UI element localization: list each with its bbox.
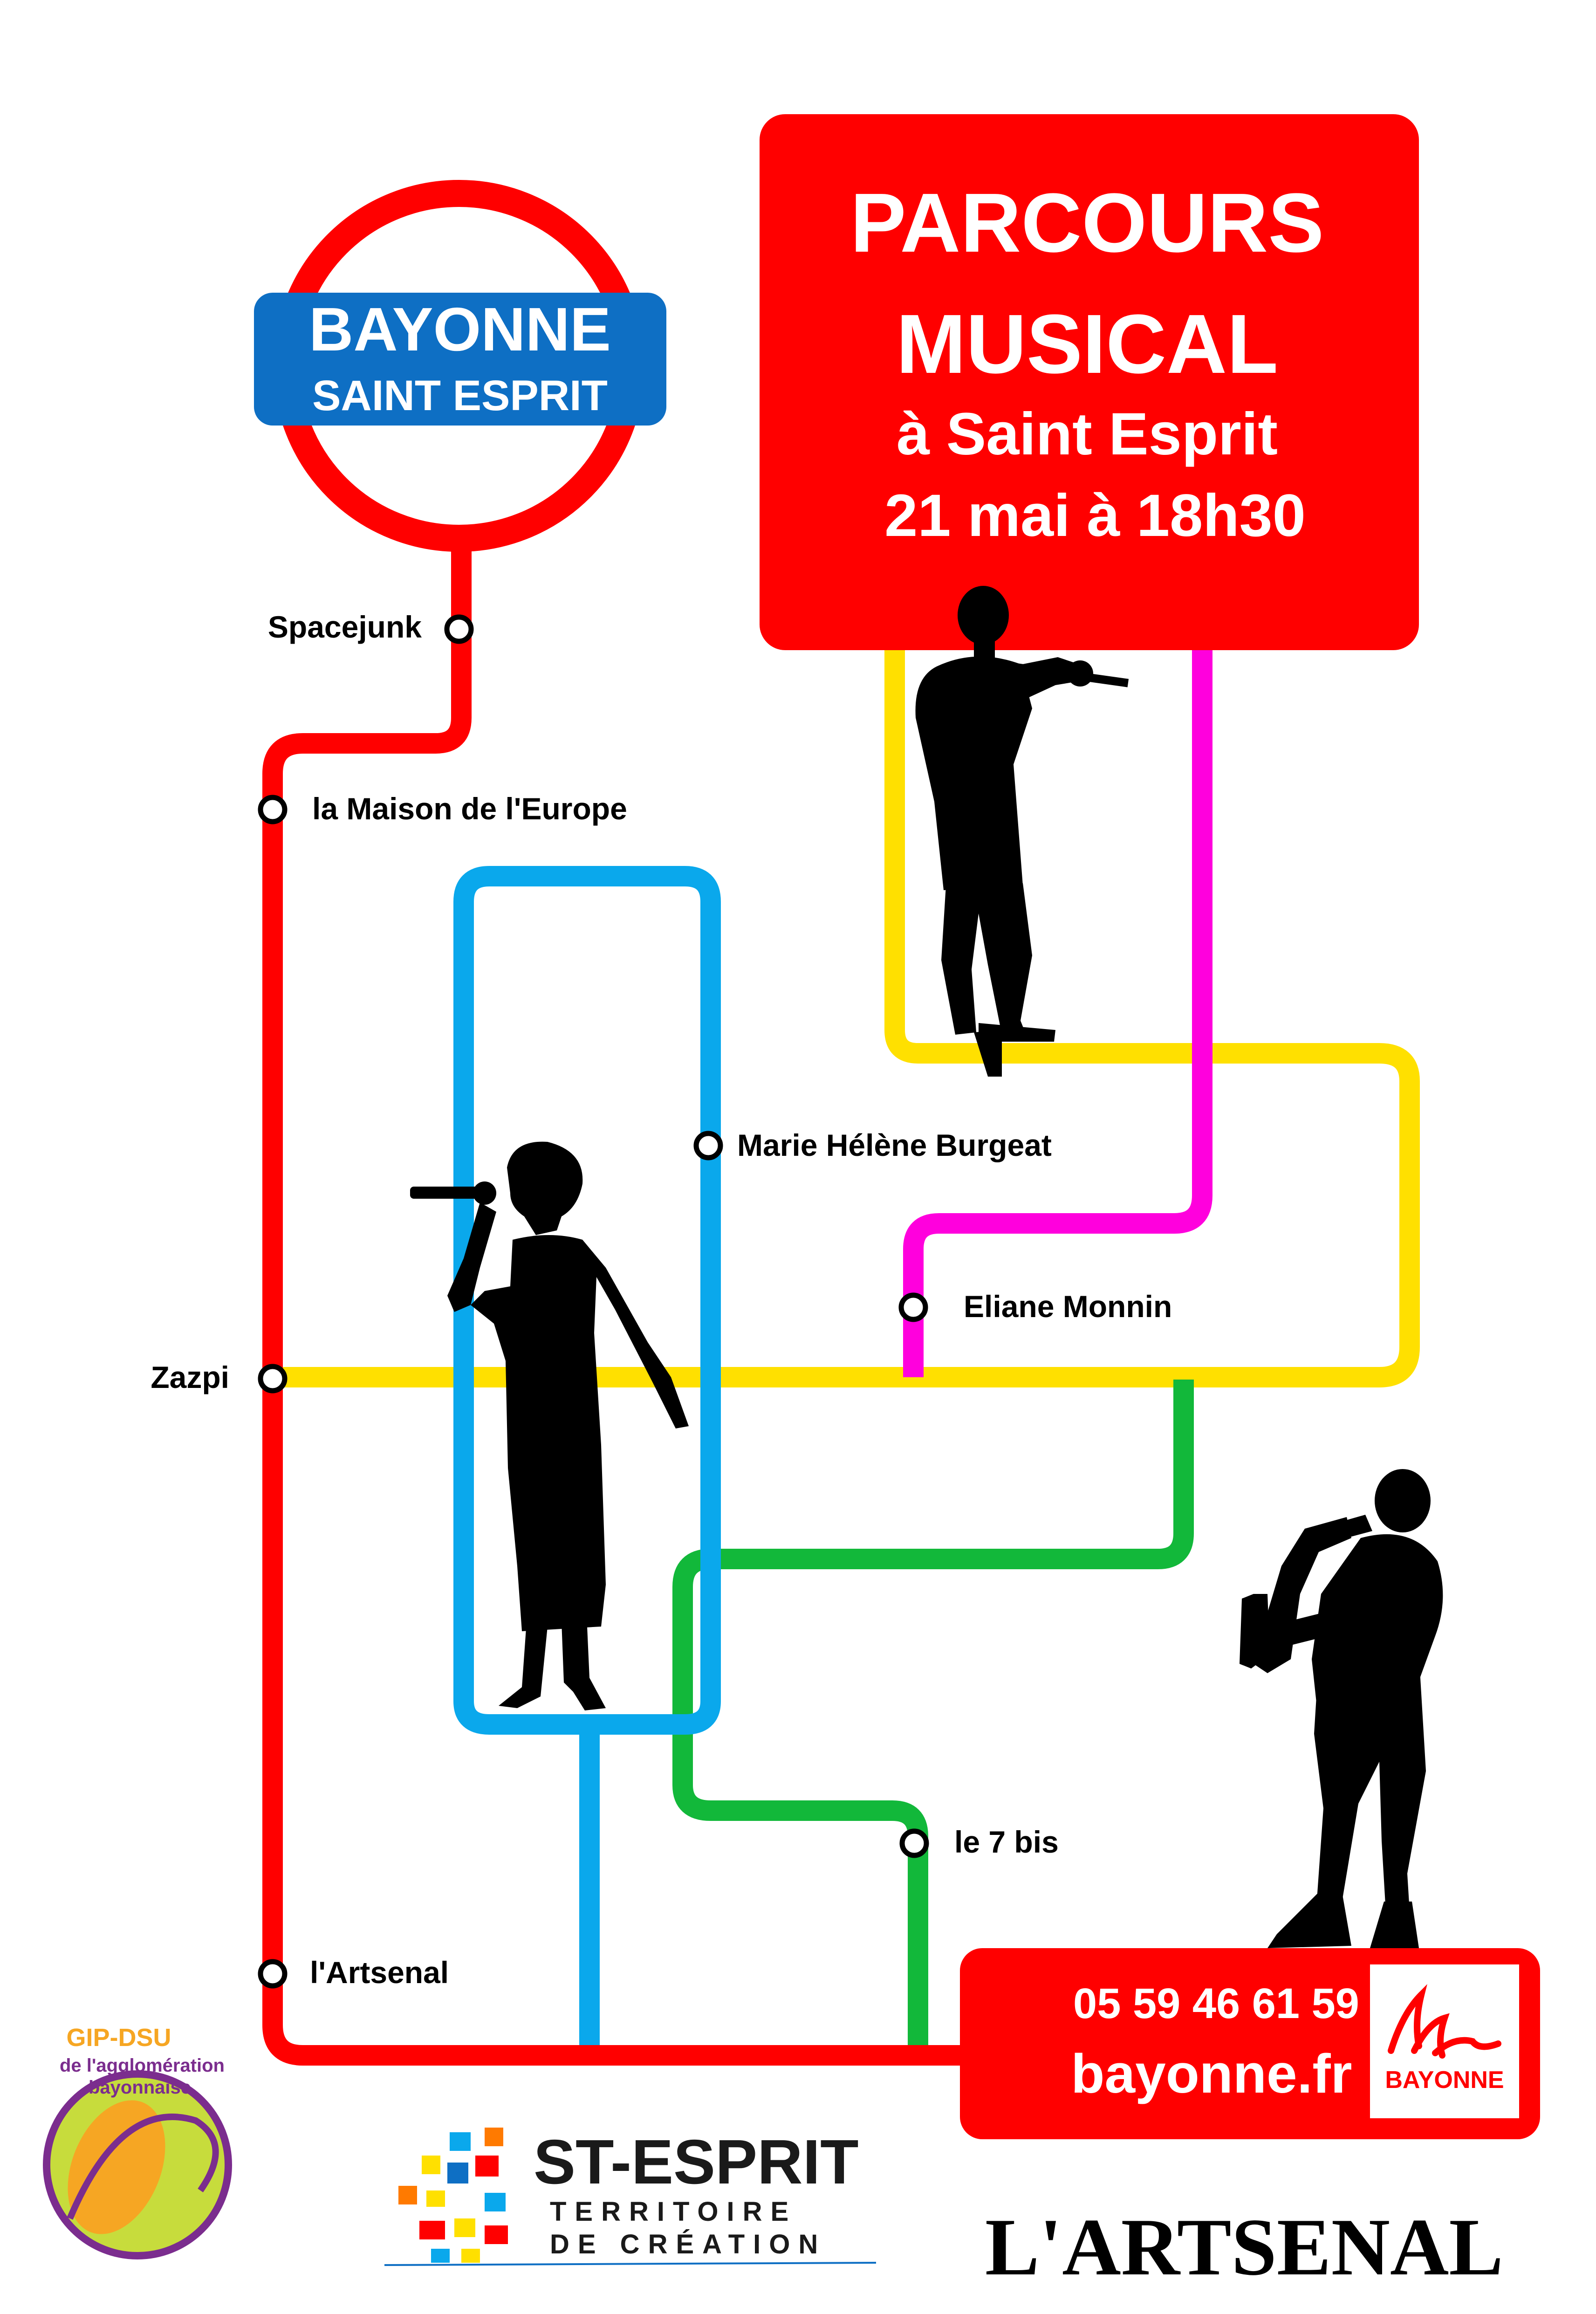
- singer-silhouette: [410, 1141, 689, 1710]
- gip-dsu-line1: de l'agglomération: [60, 2055, 225, 2076]
- station-eliane: Eliane Monnin: [898, 1289, 1172, 1324]
- station-label-marie-helene: Marie Hélène Burgeat: [737, 1128, 1052, 1162]
- station-le7bis: le 7 bis: [899, 1825, 1059, 1859]
- station-maison-europe: la Maison de l'Europe: [258, 791, 627, 826]
- st-esprit-logo: ST-ESPRIT TERRITOIRE DE CRÉATION: [384, 2127, 877, 2266]
- artsenal-logo: L'ARTSENAL: [985, 2202, 1503, 2292]
- green-line: [672, 1380, 1194, 2046]
- gip-dsu-line2: bayonnaise: [89, 2077, 191, 2098]
- bayonne-city-logo-text: BAYONNE: [1385, 2067, 1504, 2094]
- event-subtitle: à Saint Esprit: [897, 401, 1278, 467]
- saxophone-player-silhouette: [1240, 1469, 1443, 1948]
- station-label-zazpi: Zazpi: [151, 1360, 229, 1394]
- red-line: [262, 536, 988, 2066]
- gip-dsu-title: GIP-DSU: [66, 2024, 171, 2052]
- st-esprit-mosaic-icon: [384, 2128, 877, 2266]
- station-label-artsenal: l'Artsenal: [310, 1955, 449, 1990]
- magenta-line: [903, 606, 1212, 1377]
- gip-dsu-logo: GIP-DSU de l'agglomération bayonnaise: [43, 2024, 232, 2259]
- station-label-eliane: Eliane Monnin: [964, 1289, 1172, 1324]
- flute-player-silhouette: [915, 586, 1129, 1077]
- st-esprit-line1: TERRITOIRE: [550, 2197, 797, 2227]
- event-header: PARCOURS MUSICAL à Saint Esprit 21 mai à…: [760, 114, 1419, 650]
- station-label-spacejunk: Spacejunk: [268, 610, 422, 644]
- station-label-maison-europe: la Maison de l'Europe: [312, 791, 627, 826]
- contact-website: bayonne.fr: [1071, 2043, 1352, 2105]
- station-marie-helene: Marie Hélène Burgeat: [693, 1128, 1052, 1162]
- st-esprit-title: ST-ESPRIT: [534, 2127, 859, 2197]
- station-label-le7bis: le 7 bis: [954, 1825, 1059, 1859]
- contact-phone: 05 59 46 61 59: [1073, 1980, 1359, 2027]
- bayonne-flame-icon: [1388, 1984, 1501, 2059]
- roundel-line1: BAYONNE: [309, 295, 611, 364]
- contact-box: 05 59 46 61 59 bayonne.fr BAYONNE: [960, 1948, 1540, 2139]
- station-zazpi: Zazpi: [151, 1360, 288, 1394]
- station-spacejunk: Spacejunk: [268, 610, 474, 644]
- bayonne-saint-esprit-roundel: BAYONNE SAINT ESPRIT: [254, 180, 666, 552]
- roundel-line2: SAINT ESPRIT: [312, 372, 608, 419]
- event-title-line2: MUSICAL: [896, 297, 1278, 391]
- event-date: 21 mai à 18h30: [884, 482, 1306, 549]
- station-artsenal: l'Artsenal: [258, 1955, 449, 1990]
- st-esprit-line2: DE CRÉATION: [550, 2229, 826, 2259]
- yellow-line: [270, 606, 1420, 1387]
- blue-line: [453, 866, 721, 1735]
- event-title-line1: PARCOURS: [850, 176, 1324, 270]
